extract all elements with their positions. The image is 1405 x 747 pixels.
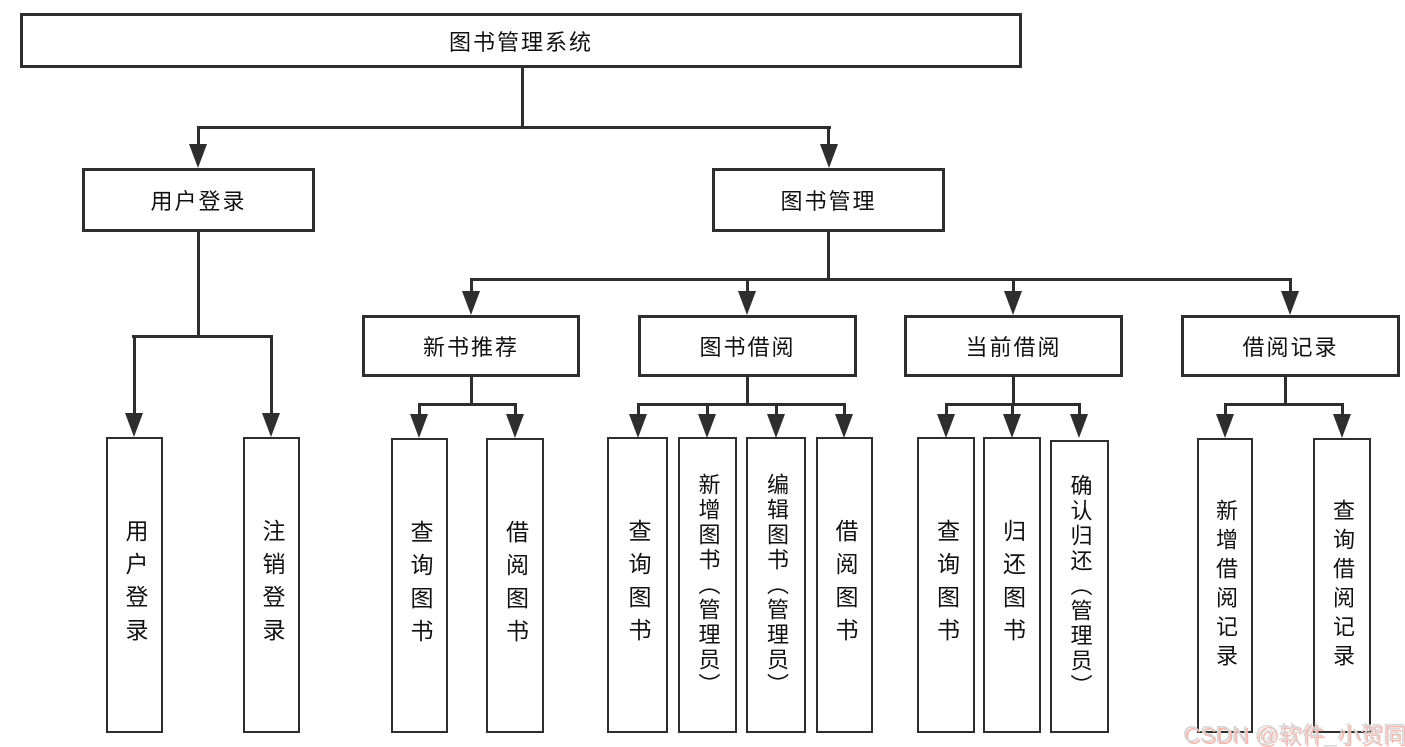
leaf-label: 借阅图书 [502,519,529,652]
leaf-label: 用户登录 [122,519,148,651]
arrowhead-new-book [462,291,480,315]
connector-groupB-drop4 [843,403,846,416]
connector-level3-bus [470,278,1291,281]
connector-groupD-drop2 [1341,403,1344,416]
arrowhead-borrow-record [1281,291,1299,315]
arrowhead-groupA-1 [410,414,428,438]
node-logout-leaf: 注销登录 [243,437,300,733]
node-add-borrow-record: 新增借阅记录 [1197,438,1253,733]
connector-groupC-drop2 [1011,403,1014,416]
arrowhead-groupB-3 [767,414,785,438]
connector-root-stem [521,68,524,126]
connector-drop-user-login [197,126,200,148]
node-book-management: 图书管理 [712,168,945,232]
arrowhead-current-borrow [1004,291,1022,315]
node-user-login: 用户登录 [82,168,315,232]
connector-groupA-drop1 [418,403,421,416]
node-edit-books-admin: 编辑图书（管理员） [746,437,806,733]
connector-drop-login-leaf [133,335,136,417]
connector-user-login-bus [132,335,273,338]
arrowhead-book-borrow [738,291,756,315]
arrowhead-book-mgmt [820,144,838,168]
node-add-books-admin: 新增图书（管理员） [678,437,737,733]
node-confirm-return-admin: 确认归还（管理员） [1050,440,1109,733]
connector-groupC-stem [1012,377,1015,406]
leaf-label: 新增借阅记录 [1213,498,1238,673]
connector-drop-book-mgmt [827,126,830,148]
arrowhead-user-login [189,144,207,168]
arrowhead-groupD-1 [1216,414,1234,438]
node-borrow-books-borrowing: 借阅图书 [816,437,873,733]
connector-groupD-stem [1284,377,1287,406]
leaf-label: 查询图书 [625,519,651,651]
connector-level1-bus [197,126,831,129]
node-borrowing-records: 借阅记录 [1181,315,1400,377]
node-query-borrow-record: 查询借阅记录 [1313,438,1371,733]
node-borrow-books-recommend: 借阅图书 [486,438,544,733]
connector-groupC-drop1 [945,403,948,416]
connector-drop-current-borrow [1012,278,1015,294]
leaf-label: 查询图书 [407,519,433,652]
node-library-management-system: 图书管理系统 [20,13,1022,68]
node-user-login-leaf: 用户登录 [106,437,163,733]
arrowhead-groupC-2 [1003,414,1021,438]
connector-user-login-stem [197,232,200,338]
node-return-books: 归还图书 [983,437,1041,733]
connector-drop-borrow-record [1289,278,1292,294]
arrowhead-groupA-2 [506,414,524,438]
arrowhead-groupC-3 [1070,414,1088,438]
leaf-label: 注销登录 [259,519,285,651]
arrowhead-groupB-4 [835,414,853,438]
node-current-borrowing: 当前借阅 [904,315,1123,377]
connector-groupB-stem [746,377,749,406]
connector-groupB-drop3 [775,403,778,416]
leaf-label: 查询借阅记录 [1330,498,1355,673]
arrowhead-groupB-2 [698,414,716,438]
leaf-label: 借阅图书 [832,519,858,651]
leaf-label: 新增图书（管理员） [695,472,721,698]
node-query-books-current: 查询图书 [917,437,975,733]
connector-groupD-bus [1224,403,1344,406]
node-query-books-recommend: 查询图书 [391,438,448,733]
connector-groupD-drop1 [1224,403,1227,416]
connector-drop-new-book [470,278,473,294]
connector-groupC-drop3 [1078,403,1081,416]
connector-book-mgmt-stem [827,232,830,281]
csdn-watermark: CSDN @软件_小贺同学 [1183,721,1405,747]
connector-groupA-bus [418,403,516,406]
leaf-label: 确认归还（管理员） [1067,474,1093,699]
connector-groupA-stem [470,377,473,406]
connector-drop-logout-leaf [270,335,273,417]
arrowhead-login-leaf [125,413,143,437]
leaf-label: 归还图书 [999,519,1026,651]
node-query-books-borrowing: 查询图书 [607,437,668,733]
arrowhead-logout-leaf [262,413,280,437]
leaf-label: 编辑图书（管理员） [764,472,789,698]
leaf-label: 查询图书 [933,519,960,651]
connector-groupB-drop2 [706,403,709,416]
connector-drop-book-borrow [746,278,749,294]
arrowhead-groupB-1 [629,414,647,438]
arrowhead-groupC-1 [937,414,955,438]
node-book-borrowing: 图书借阅 [638,315,857,377]
node-new-book-recommend: 新书推荐 [362,315,580,377]
arrowhead-groupD-2 [1333,414,1351,438]
connector-groupB-bus [637,403,846,406]
connector-groupB-drop1 [637,403,640,416]
connector-groupA-drop2 [514,403,517,416]
